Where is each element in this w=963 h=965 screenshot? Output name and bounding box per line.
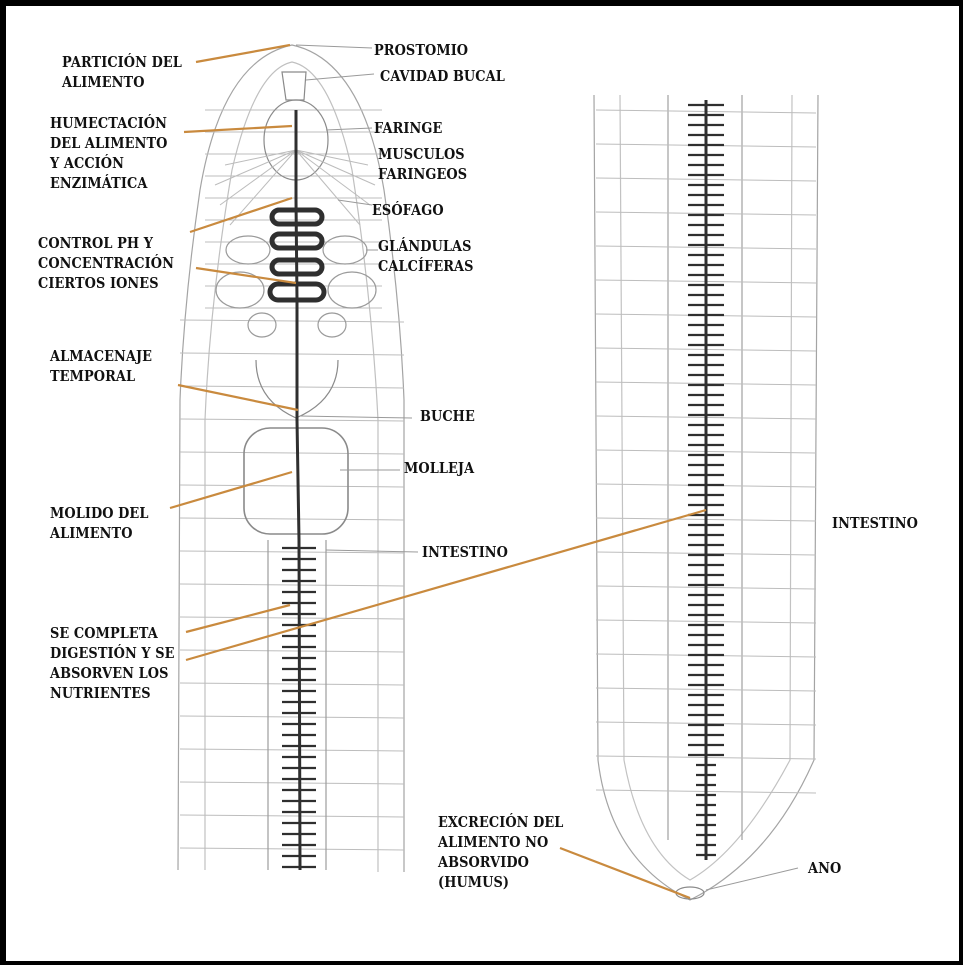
label-particion: PARTICIÓN DEL ALIMENTO: [62, 52, 182, 92]
leader-completa-1: [186, 605, 290, 632]
leader-humectacion: [184, 126, 292, 132]
label-glandulas: GLÁNDULAS CALCÍFERAS: [378, 236, 474, 276]
label-humectacion: HUMECTACIÓN DEL ALIMENTO Y ACCIÓN ENZIMÁ…: [50, 113, 167, 193]
leader-humectacion-2: [190, 198, 292, 232]
label-faringe: FARINGE: [374, 118, 442, 138]
leader-particion: [196, 45, 290, 62]
segment-ring: [180, 848, 404, 850]
segment-ring: [180, 815, 404, 817]
worm-left-outline: [178, 45, 404, 872]
segment-ring: [180, 386, 404, 388]
label-intestino-left: INTESTINO: [422, 542, 508, 562]
segment-ring: [180, 716, 404, 718]
label-esofago: ESÓFAGO: [372, 200, 444, 220]
segment-ring: [180, 749, 404, 751]
label-cavidad-bucal: CAVIDAD BUCAL: [380, 66, 505, 86]
label-molido: MOLIDO DEL ALIMENTO: [50, 503, 148, 543]
label-prostomio: PROSTOMIO: [374, 40, 468, 60]
label-musculos: MUSCULOS FARINGEOS: [378, 144, 467, 184]
worm-anterior-drawing: [178, 45, 404, 872]
segment-ring: [180, 782, 404, 784]
label-buche: BUCHE: [420, 406, 475, 426]
label-intestino-right: INTESTINO: [832, 513, 918, 533]
label-ano: ANO: [808, 858, 841, 878]
segment-ring: [180, 683, 404, 685]
segment-ring: [180, 452, 404, 454]
label-control-ph: CONTROL PH Y CONCENTRACIÓN CIERTOS IONES: [38, 233, 174, 293]
leader-excrecion: [560, 848, 690, 898]
leader-molido: [170, 472, 292, 508]
buccal-cavity-shape: [282, 72, 306, 100]
segment-ring: [180, 419, 404, 421]
segment-ring: [180, 617, 404, 619]
segment-ring: [180, 518, 404, 520]
intestine-tube-left: [268, 540, 326, 870]
segment-ring: [180, 353, 404, 355]
label-molleja: MOLLEJA: [404, 458, 474, 478]
label-se-completa: SE COMPLETA DIGESTIÓN Y SE ABSORVEN LOS …: [50, 623, 175, 703]
label-almacenaje: ALMACENAJE TEMPORAL: [50, 346, 152, 386]
label-excrecion: EXCRECIÓN DEL ALIMENTO NO ABSORVIDO (HUM…: [438, 812, 563, 892]
leader-almacenaje: [178, 385, 298, 410]
segment-ring: [180, 485, 404, 487]
segment-ring: [180, 584, 404, 586]
